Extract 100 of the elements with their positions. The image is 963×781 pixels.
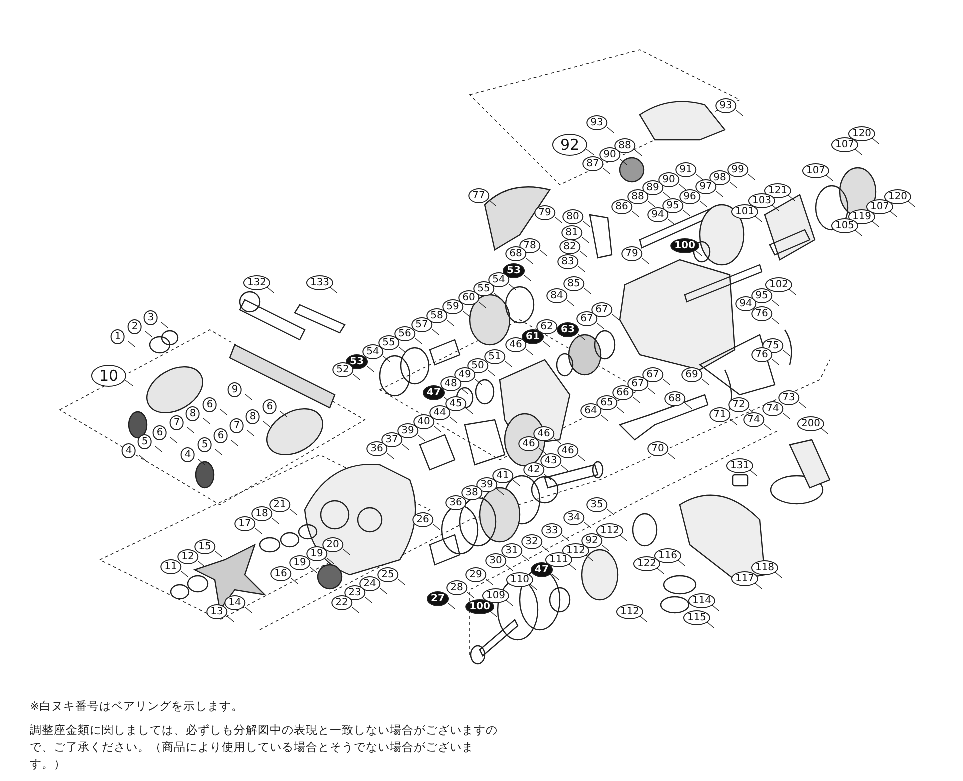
callout-number: 86: [612, 200, 632, 214]
callout-number: 88: [628, 190, 648, 204]
callout-number: 54: [362, 344, 384, 360]
callout-number: 25: [378, 568, 398, 582]
callout-number: 105: [831, 218, 859, 234]
callout-number: 6: [214, 428, 228, 444]
callout-number: 44: [430, 406, 450, 420]
callout-number: 67: [628, 376, 648, 392]
callout-number: 69: [682, 368, 702, 382]
callout-number: 80: [562, 210, 584, 224]
callout-number: 57: [412, 318, 432, 332]
callout-number: 38: [462, 486, 482, 500]
callout-number: 6: [202, 398, 218, 412]
callout-number: 37: [382, 432, 402, 448]
callout-number: 22: [332, 596, 352, 610]
callout-number: 4: [180, 448, 196, 462]
callout-number: 103: [748, 194, 776, 208]
callout-number: 27: [427, 592, 449, 606]
callout-number: 28: [446, 580, 468, 596]
callout-number: 88: [614, 138, 636, 154]
callout-number: 109: [482, 588, 510, 604]
callout-number: 48: [440, 376, 462, 392]
callout-number: 97: [696, 180, 716, 194]
callout-number: 107: [831, 138, 859, 152]
callout-number: 107: [802, 164, 830, 178]
callout-number: 74: [744, 412, 764, 428]
callout-number: 91: [676, 162, 696, 178]
callout-number: 93: [586, 116, 608, 130]
callout-number: 51: [484, 350, 506, 364]
callout-number: 47: [531, 562, 553, 578]
callout-number: 64: [580, 404, 602, 418]
callout-number: 62: [536, 320, 558, 334]
callout-number: 68: [506, 246, 526, 262]
callout-number: 34: [564, 510, 584, 526]
callout-number: 67: [576, 312, 598, 326]
callout-number: 93: [716, 98, 736, 114]
callout-number: 63: [557, 322, 579, 338]
callout-number: 43: [540, 454, 562, 468]
callout-number: 133: [306, 276, 334, 290]
note-text: ※白ヌキ番号はベアリングを示します。: [30, 698, 244, 715]
callout-number: 40: [414, 414, 434, 430]
callout-number: 94: [736, 296, 756, 312]
callout-number: 45: [446, 396, 466, 412]
callout-number: 11: [160, 560, 182, 574]
callout-number: 95: [662, 198, 684, 214]
callout-number: 35: [586, 498, 608, 512]
callout-number: 18: [252, 506, 272, 522]
callout-number: 13: [206, 604, 228, 620]
callout-number: 84: [546, 288, 568, 304]
callout-number: 72: [728, 398, 750, 412]
callout-number: 55: [378, 336, 400, 350]
callout-number: 70: [648, 442, 668, 456]
callout-number: 59: [442, 300, 464, 314]
callout-number: 19: [290, 556, 310, 570]
callout-number: 47: [423, 386, 445, 400]
callout-number: 81: [562, 226, 582, 240]
callout-number: 82: [560, 240, 580, 254]
callout-number: 112: [616, 604, 644, 620]
callout-number: 53: [503, 264, 525, 278]
callout-number: 94: [648, 208, 668, 222]
callout-number: 67: [592, 302, 612, 318]
callout-number: 66: [612, 386, 634, 400]
callout-number: 36: [446, 496, 466, 510]
callout-number: 5: [138, 434, 152, 450]
callout-number: 1: [110, 330, 126, 344]
callout-number: 76: [752, 348, 772, 362]
callout-number: 14: [224, 596, 246, 610]
callout-number: 21: [270, 498, 290, 512]
callout-number: 96: [680, 190, 700, 204]
callout-number: 89: [642, 180, 664, 196]
callout-number: 19: [306, 546, 328, 562]
callout-number: 12: [178, 550, 198, 564]
callout-number: 32: [522, 534, 542, 550]
callout-number: 7: [170, 416, 184, 430]
callout-number: 83: [558, 254, 578, 270]
callout-number: 15: [194, 540, 216, 554]
callout-number: 90: [600, 148, 620, 162]
callout-number: 79: [622, 246, 642, 262]
callout-number: 92: [552, 134, 588, 156]
callout-number: 24: [360, 576, 380, 592]
callout-number: 31: [502, 544, 522, 558]
callout-number: 5: [198, 438, 212, 452]
callout-number: 120: [848, 126, 876, 142]
callout-number: 87: [582, 156, 604, 172]
callout-number: 8: [246, 410, 260, 424]
callout-number: 17: [234, 516, 256, 532]
callout-number: 131: [726, 458, 754, 474]
callout-number: 33: [542, 524, 562, 538]
callout-number: 10: [91, 365, 127, 387]
callout-number: 54: [488, 272, 510, 288]
callout-number: 60: [458, 290, 480, 306]
callout-number: 102: [765, 278, 793, 292]
callout-number: 100: [466, 600, 494, 614]
callout-number: 85: [564, 276, 584, 292]
callout-number: 9: [228, 382, 242, 398]
callout-number: 76: [752, 306, 772, 322]
callout-number: 16: [270, 566, 292, 582]
callout-number: 112: [596, 524, 624, 538]
callout-number: 99: [728, 162, 748, 178]
callout-number: 110: [506, 572, 534, 588]
